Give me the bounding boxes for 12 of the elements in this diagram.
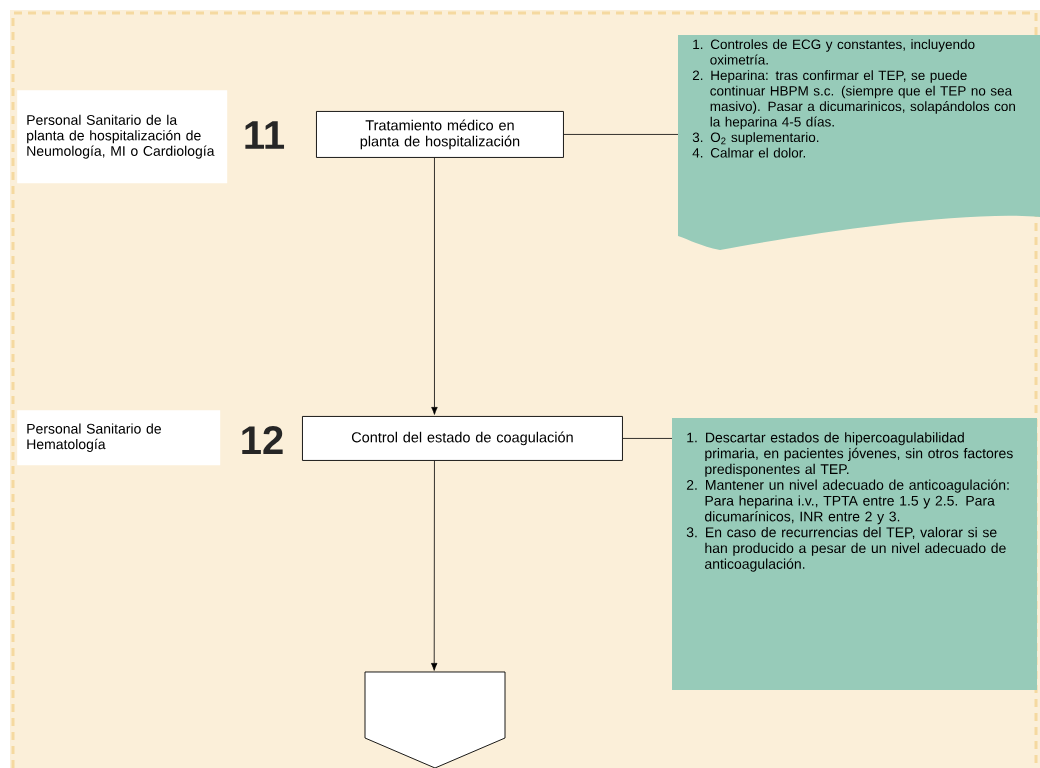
note-box: 1. Descartar estados de hipercoagulabilidad primaria, en pacientes jóvenes, sin otros factores predisponentes al TEP. 2. Mantener un nivel adecuado de anticoagulación: Para heparina i.v., TPTA entre 1.5 y 2.5. Para dicumarínicos, INR entre 2 y 3. 3. En caso de recurrencias del TEP, valorar si se han producido a pesar de un nivel adecuado de anticoagulación. bbox=[672, 418, 1037, 690]
role-box: Personal Sanitario de Hematología bbox=[17, 410, 221, 466]
arrow bbox=[431, 460, 438, 671]
process-box: Tratamiento médico en planta de hospitalización bbox=[316, 111, 564, 158]
role-box: Personal Sanitario de la planta de hospitalización de Neumología, MI o Cardiología bbox=[17, 90, 228, 184]
step-number: 12 bbox=[242, 426, 283, 454]
connector-line bbox=[563, 134, 679, 135]
arrow bbox=[431, 157, 438, 415]
step-number: 11 bbox=[245, 121, 285, 149]
pentagon-shape bbox=[364, 671, 506, 768]
connector-line bbox=[622, 438, 673, 439]
process-box: Control del estado de coagulación bbox=[302, 416, 623, 461]
